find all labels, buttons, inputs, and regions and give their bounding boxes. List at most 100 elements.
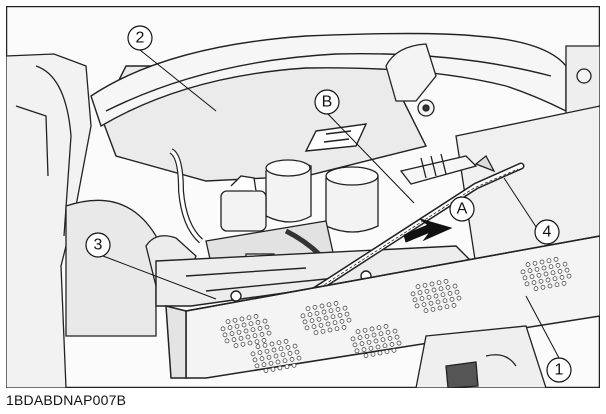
perforation-hole — [245, 334, 251, 340]
perforation-hole — [430, 306, 436, 312]
perforation-hole — [561, 281, 567, 286]
perforation-hole — [520, 269, 526, 275]
perforation-hole — [250, 327, 256, 333]
perforation-hole — [328, 308, 334, 314]
perforation-hole — [304, 325, 310, 331]
perforation-hole — [557, 269, 563, 274]
perforation-hole — [435, 299, 441, 305]
perforation-hole — [445, 285, 451, 290]
perforation-hole — [428, 300, 434, 306]
leader-1 — [525, 295, 560, 359]
perforation-hole — [285, 345, 291, 350]
perforation-hole — [254, 339, 260, 345]
perforation-hole — [538, 278, 544, 284]
perforation-hole — [278, 346, 284, 352]
perforation-hole — [280, 352, 286, 358]
perforation-hole — [252, 333, 258, 339]
perforation-hole — [447, 291, 453, 296]
svg-text:3: 3 — [94, 237, 103, 254]
perforation-hole — [540, 284, 546, 290]
perforation-hole — [257, 326, 263, 331]
perforation-hole — [346, 317, 352, 323]
perforation-hole — [562, 261, 568, 267]
perforation-hole — [247, 340, 253, 346]
callout-4: 4 — [534, 219, 560, 245]
perforation-hole — [396, 340, 402, 346]
perforation-hole — [252, 357, 258, 363]
perforation-hole — [240, 341, 246, 347]
perforation-hole — [438, 286, 444, 292]
perforation-hole — [319, 303, 325, 309]
perforation-hole — [302, 319, 308, 325]
perforation-hole — [383, 324, 389, 329]
perforation-hole — [370, 351, 376, 357]
perforation-hole — [330, 314, 336, 320]
perforation-hole — [410, 291, 416, 297]
perforation-hole — [442, 298, 448, 304]
perforation-hole — [270, 366, 276, 372]
perforation-hole — [440, 292, 446, 298]
perforation-hole — [550, 270, 556, 276]
perforation-hole — [263, 368, 269, 373]
perforation-hole — [394, 334, 400, 340]
perforation-hole — [326, 302, 332, 308]
perforation-hole — [320, 328, 326, 334]
callout-2: 2 — [127, 25, 153, 51]
perforation-hole — [548, 264, 554, 270]
svg-text:2: 2 — [136, 30, 145, 47]
perforation-hole — [443, 279, 449, 284]
perforation-hole — [233, 343, 239, 348]
perforation-hole — [313, 330, 319, 335]
perforation-hole — [255, 320, 261, 325]
perforation-hole — [359, 341, 365, 346]
perforation-hole — [227, 325, 233, 330]
perforation-hole — [291, 363, 297, 368]
perforation-hole — [335, 307, 341, 312]
perforation-hole — [327, 327, 333, 333]
perforation-hole — [259, 332, 265, 337]
perforation-hole — [241, 322, 247, 328]
perforation-hole — [547, 283, 553, 289]
perforation-hole — [421, 302, 427, 307]
perforation-hole — [534, 266, 540, 272]
perforation-hole — [431, 287, 437, 293]
perforation-hole — [529, 274, 535, 279]
perforation-hole — [231, 337, 237, 342]
perforation-hole — [417, 290, 423, 295]
perforation-hole — [382, 343, 388, 349]
perforation-hole — [368, 345, 374, 351]
perforation-hole — [541, 265, 547, 271]
perforation-hole — [522, 275, 528, 281]
perforation-hole — [566, 273, 572, 279]
perforation-hole — [321, 309, 327, 315]
perforation-hole — [545, 277, 551, 283]
perforation-hole — [323, 315, 329, 321]
perforation-hole — [536, 272, 542, 278]
perforation-hole — [387, 336, 393, 341]
perforation-hole — [257, 350, 263, 355]
screen-panel — [165, 235, 600, 379]
figure-code: 1BDABDNAP007B — [6, 392, 127, 408]
perforation-hole — [277, 365, 283, 371]
perforation-hole — [385, 330, 391, 335]
perforation-hole — [238, 335, 244, 341]
perforation-hole — [554, 282, 560, 288]
rod — [302, 162, 525, 300]
upper-cover — [90, 32, 567, 182]
perforation-hole — [283, 339, 289, 344]
perforation-hole — [433, 293, 439, 299]
perforation-hole — [266, 330, 272, 336]
perforation-hole — [350, 336, 356, 342]
perforation-hole — [236, 329, 242, 335]
lower-machinery — [415, 325, 547, 388]
perforation-hole — [250, 351, 256, 357]
perforation-hole — [444, 304, 450, 310]
perforation-hole — [239, 316, 245, 322]
perforation-hole — [564, 267, 570, 273]
perforation-hole — [318, 322, 324, 328]
engine-drawing: 2 B A 3 4 1 — [6, 6, 600, 388]
perforation-hole — [373, 338, 379, 344]
perforation-hole — [276, 340, 282, 346]
perforation-hole — [312, 304, 318, 310]
perforation-hole — [527, 268, 533, 273]
